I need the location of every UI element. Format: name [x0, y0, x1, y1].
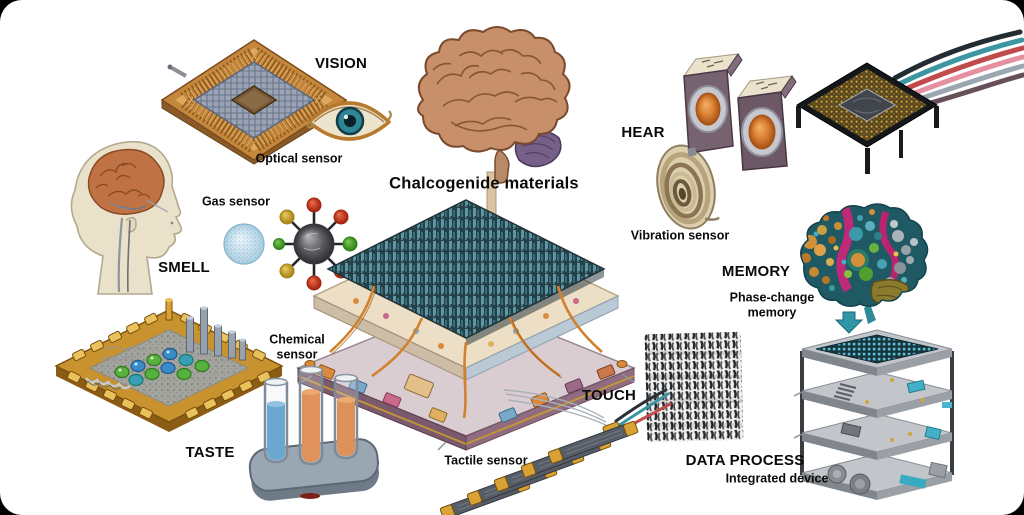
taste-sensor-board-illustration: [54, 298, 284, 432]
cpu-socket-with-wires-illustration: [796, 29, 1024, 174]
label-vision: VISION: [314, 55, 368, 73]
label-tactile-sensor: Tactile sensor: [444, 453, 528, 468]
acoustic-transducers-illustration: [682, 53, 797, 171]
label-smell: SMELL: [158, 259, 210, 277]
label-phase-change-memory: Phase-change memory: [729, 290, 815, 319]
tactile-strip-illustration: [439, 388, 672, 515]
optical-sensor-chip-illustration: [160, 39, 348, 165]
textile-grid-illustration: [644, 331, 744, 443]
label-taste: TASTE: [185, 444, 235, 462]
label-memory: MEMORY: [721, 263, 791, 281]
label-vibration-sensor: Vibration sensor: [630, 228, 730, 243]
label-integrated-device: Integrated device: [725, 471, 829, 486]
crossbar-array-stack-illustration: [296, 199, 636, 451]
label-optical-sensor: Optical sensor: [255, 151, 343, 166]
human-eye-illustration: [306, 101, 392, 141]
label-hear: HEAR: [621, 124, 665, 142]
figure-title: Chalcogenide materials: [389, 174, 579, 193]
label-touch: TOUCH: [581, 387, 637, 405]
ear-illustration: [656, 144, 720, 230]
label-data-process: DATA PROCESS: [685, 452, 805, 470]
label-gas-sensor: Gas sensor: [201, 194, 271, 209]
test-tube-rack-illustration: [248, 365, 380, 501]
label-chemical-sensor: Chemical sensor: [269, 332, 325, 361]
